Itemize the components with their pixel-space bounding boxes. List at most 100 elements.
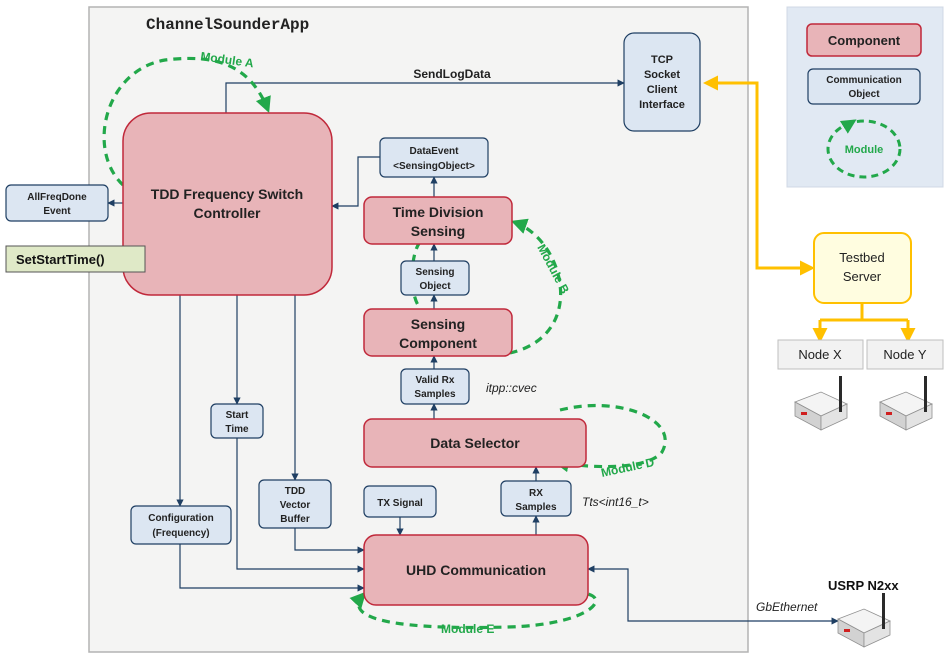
data-selector-label: Data Selector bbox=[430, 435, 520, 451]
configuration-to-uhd-arrow bbox=[179, 544, 365, 592]
node-y-label: Node Y bbox=[883, 347, 926, 362]
svg-text:Time: Time bbox=[225, 424, 249, 435]
configuration-line-1: Configuration bbox=[148, 513, 214, 524]
valid-rx-line-1: Valid Rx bbox=[416, 375, 455, 386]
svg-text:Interface: Interface bbox=[639, 99, 685, 111]
svg-text:Sensing: Sensing bbox=[411, 223, 465, 239]
object-configuration: Configuration (Frequency) bbox=[130, 505, 232, 545]
object-tcp-socket: TCP Socket Client Interface bbox=[623, 32, 701, 132]
svg-text:Valid Rx: Valid Rx bbox=[416, 375, 455, 386]
svg-text:Component: Component bbox=[399, 335, 477, 351]
set-start-time-label: SetStartTime() bbox=[16, 252, 105, 267]
node-y: Node Y bbox=[866, 339, 944, 370]
send-log-data-label: SendLogData bbox=[413, 67, 491, 81]
component-uhd-communication: UHD Communication bbox=[363, 534, 589, 606]
object-data-event: DataEvent <SensingObject> bbox=[379, 137, 489, 178]
legend-component-label: Component bbox=[828, 33, 901, 48]
node-y-router-icon bbox=[879, 375, 933, 431]
controller-line-2: Controller bbox=[194, 205, 261, 221]
legend-object-line-2: Object bbox=[848, 89, 880, 100]
svg-text:Testbed: Testbed bbox=[839, 250, 885, 265]
object-valid-rx-samples: Valid Rx Samples bbox=[400, 368, 470, 405]
svg-text:TDD: TDD bbox=[285, 486, 306, 497]
usrp-label: USRP N2xx bbox=[828, 578, 899, 593]
svg-text:TDD Frequency Switch: TDD Frequency Switch bbox=[151, 186, 303, 202]
legend-object-swatch bbox=[807, 68, 921, 105]
start-time-line-1: Start bbox=[226, 410, 249, 421]
usrp-router-icon bbox=[837, 592, 891, 648]
svg-text:Samples: Samples bbox=[515, 502, 557, 513]
component-tdd-controller: TDD Frequency Switch Controller bbox=[122, 112, 333, 296]
svg-text:Server: Server bbox=[843, 269, 882, 284]
sensing-object-line-2: Object bbox=[419, 281, 451, 292]
svg-text:Data Selector: Data Selector bbox=[430, 435, 520, 451]
allfreq-line-2: Event bbox=[43, 206, 71, 217]
legend-component-swatch bbox=[806, 23, 922, 57]
app-title: ChannelSounderApp bbox=[146, 16, 309, 34]
svg-text:Object: Object bbox=[848, 89, 880, 100]
svg-text:Client: Client bbox=[647, 84, 678, 96]
node-x-label: Node X bbox=[798, 347, 842, 362]
svg-text:(Frequency): (Frequency) bbox=[152, 528, 209, 539]
node-x: Node X bbox=[777, 339, 864, 370]
itpp-cvec-label: itpp::cvec bbox=[486, 381, 537, 395]
svg-text:Sensing: Sensing bbox=[411, 316, 465, 332]
gbethernet-link bbox=[587, 565, 839, 625]
tdd-buffer-to-uhd-arrow bbox=[294, 528, 365, 554]
svg-text:TX Signal: TX Signal bbox=[377, 498, 423, 509]
gbethernet-label: GbEthernet bbox=[756, 600, 818, 614]
svg-text:Object: Object bbox=[419, 281, 451, 292]
object-start-time: Start Time bbox=[210, 403, 264, 439]
configuration-line-2: (Frequency) bbox=[152, 528, 209, 539]
tcp-line-4: Interface bbox=[639, 99, 685, 111]
module-d-loop bbox=[552, 404, 667, 473]
object-rx-samples: RX Samples bbox=[500, 480, 572, 517]
tcp-testbed-link bbox=[703, 75, 815, 276]
svg-text:Samples: Samples bbox=[414, 389, 456, 400]
valid-rx-line-2: Samples bbox=[414, 389, 456, 400]
svg-text:Socket: Socket bbox=[644, 69, 680, 81]
rx-samples-line-2: Samples bbox=[515, 502, 557, 513]
data-event-line-2: <SensingObject> bbox=[393, 161, 475, 172]
tdd-buffer-line-3: Buffer bbox=[280, 514, 310, 525]
tts-int16-label: Tts<int16_t> bbox=[582, 495, 649, 509]
object-tx-signal: TX Signal bbox=[363, 485, 437, 518]
rx-samples-line-1: RX bbox=[529, 488, 543, 499]
svg-text:AllFreqDone: AllFreqDone bbox=[27, 192, 87, 203]
svg-text:Buffer: Buffer bbox=[280, 514, 310, 525]
tcp-line-1: TCP bbox=[651, 54, 673, 66]
module-b-loop bbox=[509, 218, 563, 355]
testbed-line-1: Testbed bbox=[839, 250, 885, 265]
module-e-loop bbox=[349, 591, 598, 630]
legend-module-label: Module bbox=[845, 144, 884, 156]
testbed-server: Testbed Server bbox=[813, 232, 912, 304]
svg-text:TCP: TCP bbox=[651, 54, 673, 66]
tcp-line-2: Socket bbox=[644, 69, 680, 81]
svg-text:Communication: Communication bbox=[826, 75, 902, 86]
tx-signal-label: TX Signal bbox=[377, 498, 423, 509]
data-event-line-1: DataEvent bbox=[410, 146, 460, 157]
svg-text:Start: Start bbox=[226, 410, 249, 421]
sensing-line-1: Sensing bbox=[411, 316, 465, 332]
svg-text:RX: RX bbox=[529, 488, 543, 499]
set-start-time-box: SetStartTime() bbox=[5, 245, 146, 273]
svg-text:Sensing: Sensing bbox=[416, 267, 455, 278]
tds-line-2: Sensing bbox=[411, 223, 465, 239]
sensing-object-line-1: Sensing bbox=[416, 267, 455, 278]
component-time-division-sensing: Time Division Sensing bbox=[363, 196, 513, 245]
controller-line-1: TDD Frequency Switch bbox=[151, 186, 303, 202]
testbed-line-2: Server bbox=[843, 269, 882, 284]
send-log-data-arrow bbox=[225, 79, 625, 115]
tdd-buffer-line-1: TDD bbox=[285, 486, 306, 497]
component-sensing: Sensing Component bbox=[363, 308, 513, 357]
svg-text:UHD Communication: UHD Communication bbox=[406, 562, 546, 578]
tdd-buffer-line-2: Vector bbox=[280, 500, 311, 511]
uhd-label: UHD Communication bbox=[406, 562, 546, 578]
svg-text:Configuration: Configuration bbox=[148, 513, 214, 524]
svg-text:DataEvent: DataEvent bbox=[410, 146, 460, 157]
svg-text:<SensingObject>: <SensingObject> bbox=[393, 161, 475, 172]
legend-module-loop bbox=[826, 119, 902, 179]
svg-text:Vector: Vector bbox=[280, 500, 311, 511]
start-time-to-uhd-arrow bbox=[236, 438, 365, 573]
